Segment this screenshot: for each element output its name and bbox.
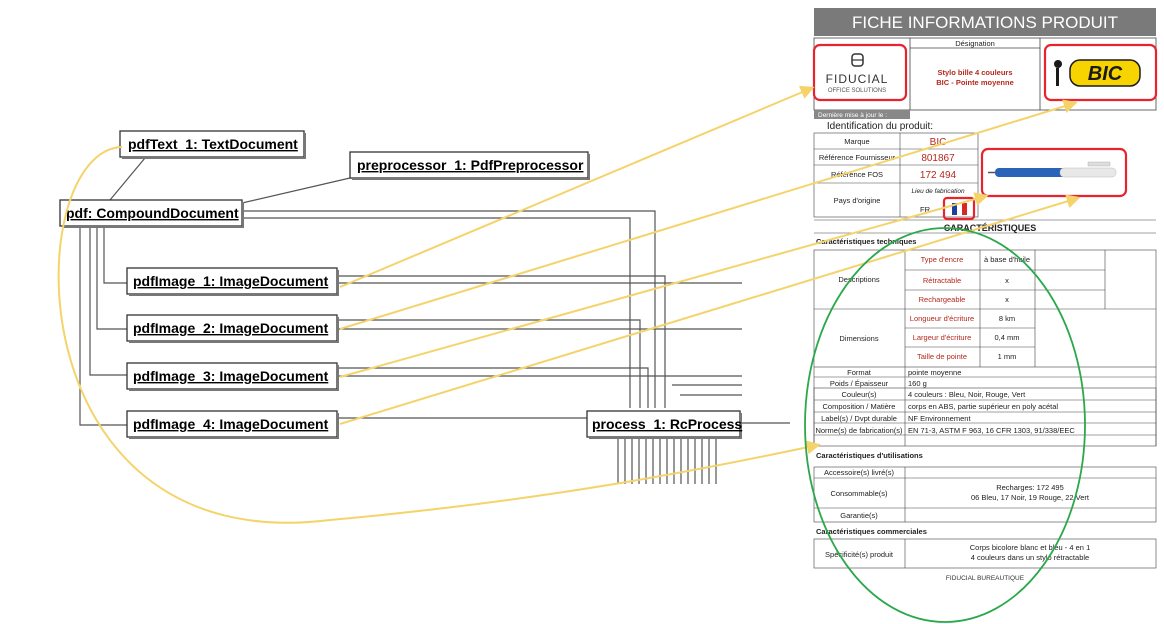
dimensions-label: Dimensions	[839, 334, 878, 343]
node-compound-label: pdf: CompoundDocument	[66, 205, 239, 221]
garantie-label: Garantie(s)	[840, 511, 878, 520]
ref-fos-value: 172 494	[920, 170, 957, 181]
type-encre-label: Type d'encre	[921, 255, 964, 264]
fiducial-logo: FIDUCIAL OFFICE SOLUTIONS	[826, 53, 889, 94]
bic-logo-text: BIC	[1088, 63, 1123, 85]
couleurs-value: 4 couleurs : Bleu, Noir, Rouge, Vert	[908, 390, 1026, 399]
designation-header: Désignation	[955, 39, 995, 48]
node-image-1[interactable]: pdfImage_1: ImageDocument	[126, 267, 339, 296]
lieu-fabrication-label: Lieu de fabrication	[911, 188, 965, 195]
highlight-fiducial-logo	[812, 43, 908, 102]
ref-fos-label: Référence FOS	[831, 170, 883, 179]
node-image-4[interactable]: pdfImage_4: ImageDocument	[126, 410, 339, 439]
bic-logo: BIC	[1054, 59, 1141, 87]
ref-fournisseur-label: Référence Fournisseur	[819, 153, 896, 162]
last-update-label: Dernière mise à jour le :	[818, 112, 887, 119]
specificite-line-1: Corps bicolore blanc et bleu - 4 en 1	[970, 543, 1091, 552]
format-label: Format	[847, 368, 872, 377]
longueur-label: Longueur d'écriture	[910, 314, 974, 323]
yellow-arrows	[57, 85, 1081, 524]
couleurs-label: Couleur(s)	[841, 390, 877, 399]
normes-value: EN 71-3, ASTM F 963, 16 CFR 1303, 91/338…	[908, 426, 1075, 435]
format-value: pointe moyenne	[908, 368, 961, 377]
france-flag-icon	[952, 203, 967, 215]
rechargeable-label: Rechargeable	[919, 295, 966, 304]
comm-section-title: Caractéristiques commerciales	[816, 527, 927, 536]
fiducial-logo-subtext: OFFICE SOLUTIONS	[828, 88, 886, 94]
node-image-2[interactable]: pdfImage_2: ImageDocument	[126, 314, 339, 343]
sheet-footer: FIDUCIAL BUREAUTIQUE	[946, 575, 1025, 582]
sheet-title: FICHE INFORMATIONS PRODUIT	[852, 13, 1118, 32]
node-process-label: process_1: RcProcess	[592, 416, 742, 432]
highlight-bic-logo	[1043, 43, 1158, 102]
rechargeable-value: x	[1005, 295, 1009, 304]
specificite-line-2: 4 couleurs dans un stylo rétractable	[971, 553, 1089, 562]
specificite-label: Spécificité(s) produit	[825, 550, 894, 559]
largeur-value: 0,4 mm	[994, 333, 1019, 342]
caracteristiques-header: CARACTÉRISTIQUES	[944, 223, 1037, 233]
fiducial-logo-text: FIDUCIAL	[826, 72, 889, 86]
taille-value: 1 mm	[998, 352, 1017, 361]
node-process[interactable]: process_1: RcProcess	[586, 410, 742, 439]
node-image-3-label: pdfImage_3: ImageDocument	[133, 368, 329, 384]
designation-line-1: Stylo bille 4 couleurs	[937, 68, 1012, 77]
node-preprocessor[interactable]: preprocessor_1: PdfPreprocessor	[349, 151, 590, 180]
node-image-2-label: pdfImage_2: ImageDocument	[133, 320, 329, 336]
identification-title: Identification du produit:	[827, 121, 933, 132]
sheet-title-bar	[814, 8, 1156, 36]
pays-origine-label: Pays d'origine	[834, 196, 881, 205]
consommable-label: Consommable(s)	[830, 489, 888, 498]
last-update-bar	[814, 110, 910, 119]
node-compound-document[interactable]: pdf: CompoundDocument	[59, 199, 244, 228]
accessoires-label: Accessoire(s) livré(s)	[824, 468, 895, 477]
marque-label: Marque	[844, 137, 869, 146]
longueur-value: 8 km	[999, 314, 1015, 323]
composition-value: corps en ABS, partie supérieur en poly a…	[908, 402, 1058, 411]
marque-value: BIC	[930, 137, 947, 148]
poids-label: Poids / Épaisseur	[830, 379, 889, 388]
pen-image	[988, 161, 1117, 178]
arrow-image-3	[339, 192, 989, 378]
consommable-line-2: 06 Bleu, 17 Noir, 19 Rouge, 22 Vert	[971, 493, 1090, 502]
text-region-ellipse	[804, 227, 1086, 623]
consommable-line-1: Recharges: 172 495	[996, 483, 1064, 492]
retractable-label: Rétractable	[923, 276, 961, 285]
retractable-value: x	[1005, 276, 1009, 285]
poids-value: 160 g	[908, 379, 927, 388]
normes-label: Norme(s) de fabrication(s)	[815, 426, 903, 435]
taille-label: Taille de pointe	[917, 352, 967, 361]
composition-label: Composition / Matière	[823, 402, 896, 411]
product-sheet: FICHE INFORMATIONS PRODUIT Désignation S…	[813, 2, 1164, 588]
ref-fournisseur-value: 801867	[921, 153, 955, 164]
red-highlights	[812, 43, 1158, 221]
arrow-image-1	[339, 85, 815, 288]
arrow-image-4	[339, 194, 1081, 425]
node-image-3[interactable]: pdfImage_3: ImageDocument	[126, 362, 339, 391]
node-image-4-label: pdfImage_4: ImageDocument	[133, 416, 329, 432]
designation-line-2: BIC - Pointe moyenne	[936, 78, 1014, 87]
node-pdf-text[interactable]: pdfText_1: TextDocument	[119, 130, 306, 159]
node-image-1-label: pdfImage_1: ImageDocument	[133, 273, 329, 289]
label-value: NF Environnement	[908, 414, 971, 423]
util-section-title: Caractéristiques d'utilisations	[816, 451, 923, 460]
label-label: Label(s) / Dvpt durable	[821, 414, 897, 423]
type-encre-value: à base d'huile	[984, 255, 1030, 264]
node-pdf-text-label: pdfText_1: TextDocument	[128, 136, 298, 152]
highlight-pen-image	[980, 147, 1128, 198]
largeur-label: Largeur d'écriture	[913, 333, 972, 342]
descriptions-label: Descriptions	[838, 275, 880, 284]
arrow-image-2	[339, 99, 1078, 330]
node-preprocessor-label: preprocessor_1: PdfPreprocessor	[357, 157, 584, 173]
tech-section-title: Caractéristiques techniques	[816, 237, 916, 246]
arrow-text-document	[57, 146, 821, 524]
pays-origine-value: FR	[920, 205, 931, 214]
